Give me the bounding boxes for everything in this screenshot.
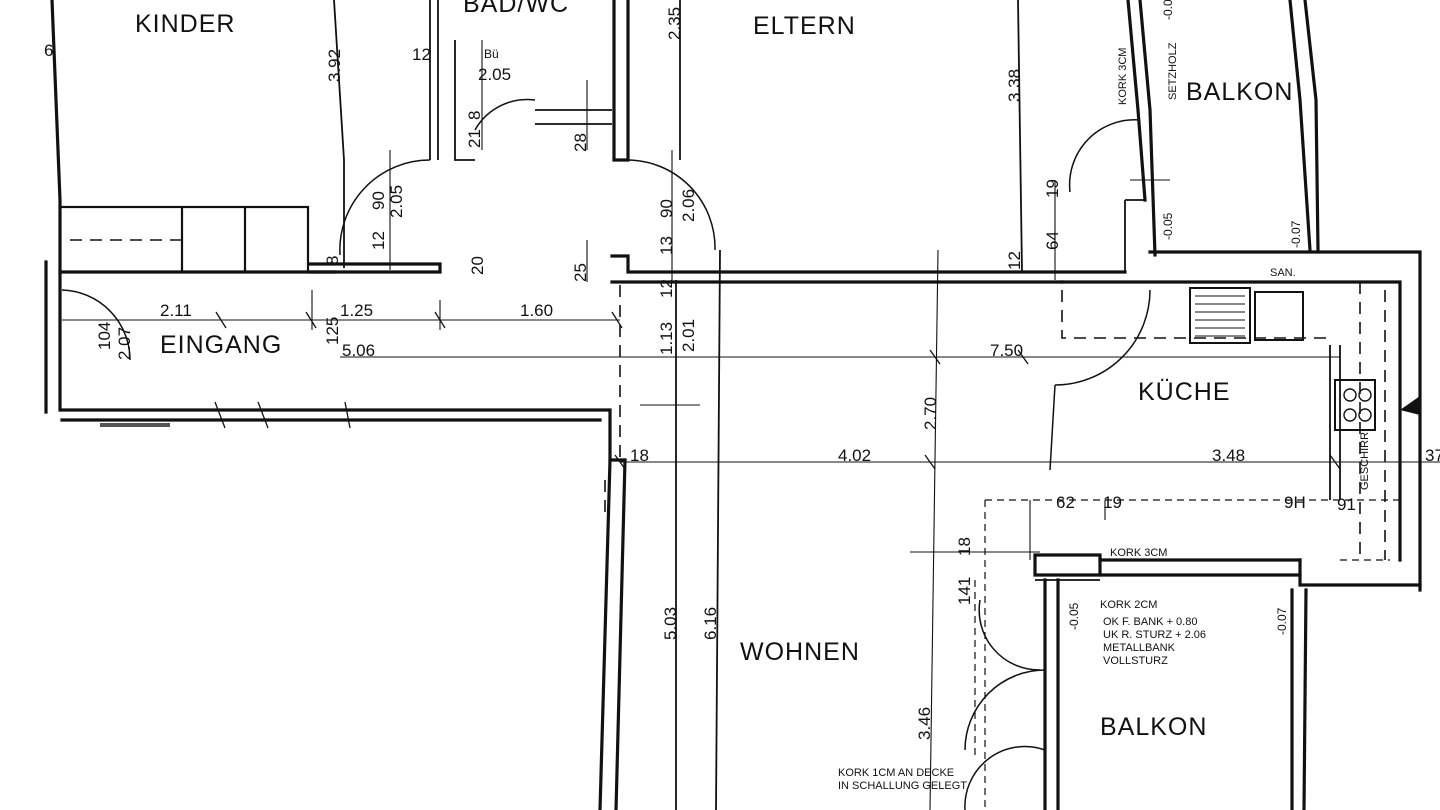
note-bank-2: UK R. STURZ + 2.06 <box>1103 629 1206 641</box>
dim-90b: 90 <box>657 199 676 218</box>
dim-28: 28 <box>571 133 590 152</box>
dim-141: 141 <box>955 577 974 605</box>
room-label-kinder: KINDER <box>135 10 235 38</box>
room-labels: KINDER BAD/WC ELTERN BALKON EINGANG KÜCH… <box>135 0 1293 741</box>
dim-1-13: 1.13 <box>657 322 676 355</box>
dim-37: 37 <box>1425 446 1440 465</box>
note-kork-top: KORK 3CM <box>1117 48 1129 105</box>
dim-62: 62 <box>1056 493 1075 512</box>
dim-n005a: -0.05 <box>1161 0 1175 20</box>
dim-6: 6 <box>44 41 53 60</box>
dim-3-38: 3.38 <box>1005 69 1024 102</box>
room-label-bad: BAD/WC <box>463 0 569 18</box>
dim-8a: 8 <box>323 256 342 265</box>
dim-12c: 12 <box>657 279 676 298</box>
dim-3-46: 3.46 <box>915 707 934 740</box>
note-bank-4: VOLLSTURZ <box>1103 655 1168 667</box>
dim-12b: 12 <box>369 231 388 250</box>
dimension-labels: 2.11 1.25 1.60 5.06 7.50 18 4.02 3.48 37… <box>44 41 1440 514</box>
room-label-wohnen: WOHNEN <box>740 638 860 666</box>
note-kork-decke-1: KORK 1CM AN DECKE <box>838 767 954 779</box>
dim-91: 91 <box>1337 495 1356 514</box>
note-bank-3: METALLBANK <box>1103 642 1176 654</box>
dim-12a: 12 <box>412 45 431 64</box>
dim-5-06: 5.06 <box>342 341 375 360</box>
dim-2-07: 2.07 <box>115 327 134 360</box>
dimension-labels-vertical: 3.92 2.35 3.38 90 2.05 12 8 20 8 21 28 2… <box>95 0 1303 740</box>
room-label-kueche: KÜCHE <box>1138 378 1231 406</box>
dim-20: 20 <box>468 256 487 275</box>
dim-bru: Bü <box>484 47 499 61</box>
note-kork-3cm: KORK 3CM <box>1110 547 1167 559</box>
dim-6-16: 6.16 <box>701 607 720 640</box>
note-bank-1: OK F. BANK + 0.80 <box>1103 616 1197 628</box>
dim-19b: 19 <box>1103 493 1122 512</box>
dim-n005b: -0.05 <box>1161 212 1175 240</box>
room-label-eltern: ELTERN <box>753 12 856 40</box>
dim-5-03: 5.03 <box>661 607 680 640</box>
note-kork-decke-2: IN SCHALLUNG GELEGT <box>838 780 967 792</box>
dim-19a: 19 <box>1043 179 1062 198</box>
dim-2-35: 2.35 <box>665 7 684 40</box>
dim-12d: 12 <box>1005 251 1024 270</box>
dimension-lines <box>62 40 1440 810</box>
dim-7-50: 7.50 <box>990 341 1023 360</box>
room-label-balkon-top: BALKON <box>1186 78 1293 106</box>
dim-4-02: 4.02 <box>838 446 871 465</box>
note-san: SAN. <box>1270 267 1296 279</box>
room-label-eingang: EINGANG <box>160 331 282 359</box>
dim-18b: 18 <box>955 537 974 556</box>
walls <box>44 0 1422 810</box>
dim-8b: 8 <box>465 111 484 120</box>
dim-13: 13 <box>657 236 676 255</box>
dim-n007a: -0.07 <box>1289 220 1303 248</box>
dim-1-25: 1.25 <box>340 301 373 320</box>
dim-3-92: 3.92 <box>325 49 344 82</box>
dim-25: 25 <box>571 263 590 282</box>
dim-9h: 9H <box>1284 493 1306 512</box>
dim-3-48: 3.48 <box>1212 446 1245 465</box>
annotations: KORK 3CM SETZHOLZ SAN. KORK 3CM KORK 2CM… <box>838 42 1371 792</box>
room-label-balkon-bottom: BALKON <box>1100 713 1207 741</box>
dim-2-05b: 2.05 <box>478 65 511 84</box>
dim-2-70: 2.70 <box>921 397 940 430</box>
dim-125v: 125 <box>323 317 342 345</box>
dim-2-01: 2.01 <box>679 319 698 352</box>
note-kork-2cm: KORK 2CM <box>1100 599 1157 611</box>
dim-2-05: 2.05 <box>387 185 406 218</box>
dim-64: 64 <box>1043 231 1062 250</box>
dim-2-06: 2.06 <box>679 189 698 222</box>
door-swings <box>61 98 1151 810</box>
dim-104: 104 <box>95 322 114 350</box>
dim-n005c: -0.05 <box>1067 602 1081 630</box>
note-setzholz: SETZHOLZ <box>1167 42 1179 100</box>
dim-21: 21 <box>465 129 484 148</box>
dim-1-60: 1.60 <box>520 301 553 320</box>
dim-90a: 90 <box>369 191 388 210</box>
note-geschirr: GESCHIRR <box>1359 432 1371 490</box>
dim-n007b: -0.07 <box>1275 607 1289 635</box>
dim-2-11: 2.11 <box>160 301 192 320</box>
dim-18a: 18 <box>630 446 649 465</box>
